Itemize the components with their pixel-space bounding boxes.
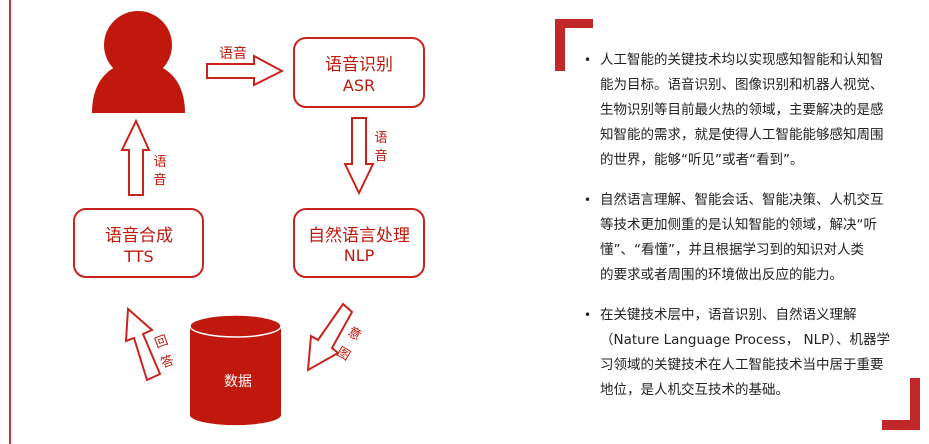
arrow-asr-to-nlp-label-1: 语 [374, 131, 387, 146]
bullet-text-line: 的要求或者周围的环境做出反应的能力。 [600, 267, 843, 283]
bullet-dot: • [584, 193, 592, 207]
bullet-dot: • [584, 53, 592, 67]
bullet-text-line: 能为目标。语音识别、图像识别和机器人视觉、 [600, 77, 884, 93]
bullet-item: • 在关键技术层中，语音识别、自然语义理解 （Nature Language Pro… [584, 303, 904, 403]
bullet-text-line: 懂”、“看懂”，并且根据学习到的知识对人类 [600, 242, 864, 258]
bullet-list: • 人工智能的关键技术均以实现感知智能和认知智能为目标。语音识别、图像识别和机器人… [584, 48, 904, 418]
arrow-tts-to-user-label-2: 音 [153, 172, 166, 188]
bullet-text-line: 在关键技术层中，语音识别、自然语义理解 [600, 307, 857, 323]
person-icon [92, 11, 185, 113]
bullet-text-line: 等技术更加侧重的是认知智能的领域，解决“听 [600, 217, 877, 233]
bullet-text-line: （Nature Language Process， NLP）、机器学 [600, 332, 890, 348]
asr-title: 语音识别 [325, 55, 393, 75]
speech-interaction-diagram: 语音 语音识别 ASR 语 音 自然语言处理 NLP 语音合成 TTS 语 音 … [73, 11, 425, 426]
arrow-nlp-to-data [306, 302, 354, 372]
arrow-tts-to-user-label-1: 语 [153, 155, 166, 170]
arrow-asr-to-nlp-label-2: 音 [374, 148, 387, 164]
bullet-text-line: 自然语言理解、智能会话、智能决策、人机交互 [600, 192, 884, 208]
arrow-nlp-to-data-label-2: 图 [334, 345, 353, 364]
bullet-text-line: 人工智能的关键技术均以实现感知智能和认知智 [600, 52, 884, 68]
arrow-user-to-asr-label: 语音 [219, 45, 247, 62]
arrow-data-to-tts-label-2: 答 [158, 352, 176, 371]
bullet-item: • 自然语言理解、智能会话、智能决策、人机交互等技术更加侧重的是认知智能的领域，解… [584, 188, 904, 288]
tts-box [73, 208, 204, 278]
bullet-text-line: 知智能的需求，就是使得人工智能能够感知周围 [600, 127, 884, 143]
nlp-box [293, 208, 425, 278]
arrow-data-to-tts-label-1: 回 [153, 333, 170, 352]
arrow-tts-to-user [120, 118, 151, 196]
arrow-user-to-asr [206, 54, 285, 87]
bullet-text-line: 地位，是人机交互技术的基础。 [600, 382, 789, 398]
bullet-dot: • [584, 308, 592, 322]
arrow-asr-to-nlp [343, 117, 375, 196]
bullet-text-line: 的世界，能够“听见”或者“看到”。 [600, 152, 804, 168]
database-icon [189, 314, 282, 426]
bullet-text-line: 习领域的关键技术在人工智能技术当中居于重要 [600, 357, 884, 373]
tts-title: 语音合成 [105, 226, 173, 246]
bullet-item: • 人工智能的关键技术均以实现感知智能和认知智能为目标。语音识别、图像识别和机器人… [584, 48, 904, 173]
asr-box [293, 37, 425, 108]
left-divider-line [9, 0, 11, 444]
nlp-abbr: NLP [344, 246, 375, 265]
asr-abbr: ASR [343, 76, 375, 95]
arrow-nlp-to-data-label-1: 意 [345, 324, 364, 344]
nlp-title: 自然语言处理 [308, 226, 410, 246]
bullet-text-line: 生物识别等目前最火热的领域，主要解决的是感 [600, 102, 884, 118]
arrow-data-to-tts [124, 306, 162, 382]
database-label: 数据 [224, 374, 252, 390]
tts-abbr: TTS [123, 247, 153, 266]
